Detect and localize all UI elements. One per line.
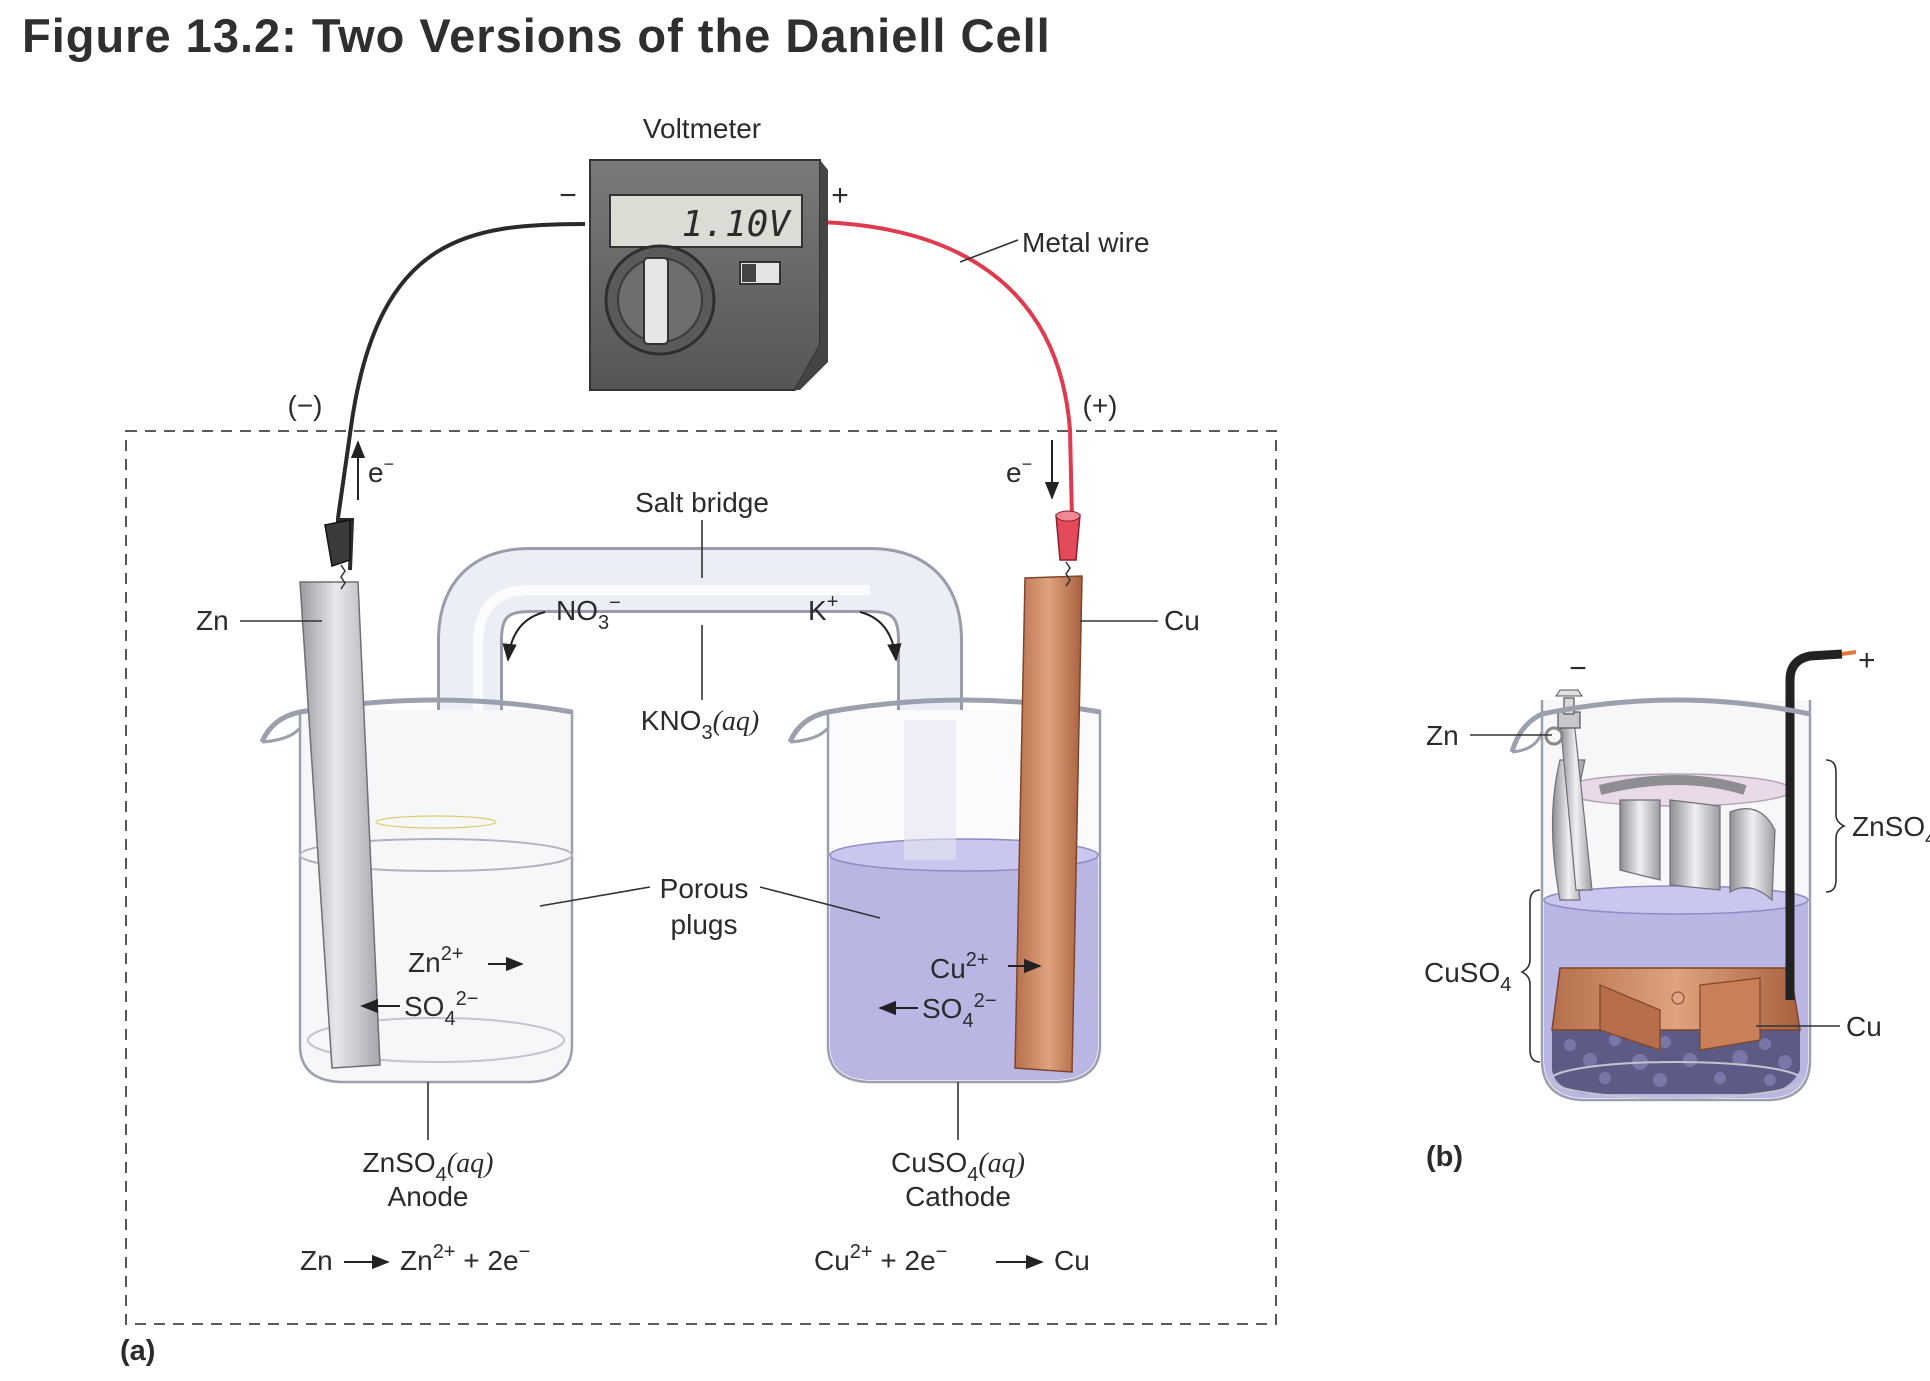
anode-sulfate-label: SO42− xyxy=(404,988,478,1030)
panel-b-cuso4-label: CuSO4 xyxy=(1424,957,1511,996)
red-wire xyxy=(819,220,1074,521)
copper-electrode xyxy=(1014,510,1083,1073)
panel-a: 1.10V Voltmeter − + Metal wire (−) (+) e… xyxy=(120,113,1277,1367)
cu2-ion-label: Cu2+ xyxy=(930,949,989,984)
kno3-label: KNO3(aq) xyxy=(641,705,759,744)
potassium-ion-label: K+ xyxy=(808,591,838,626)
zinc-anode-sheet xyxy=(1551,719,1776,902)
voltmeter-minus-sign: − xyxy=(559,179,577,212)
svg-text:Zn: Zn xyxy=(300,1245,333,1276)
potassium-flow-arrow xyxy=(859,611,902,662)
panel-b-znso4-label: ZnSO4 xyxy=(1852,811,1930,850)
cathode-sulfate-label: SO42− xyxy=(922,990,996,1032)
anode-solution-label: ZnSO4(aq) xyxy=(363,1147,494,1186)
svg-text:Zn2+ + 2e−: Zn2+ + 2e− xyxy=(400,1241,530,1276)
electron-flow-left: e− xyxy=(350,440,394,500)
electron-symbol-right: e xyxy=(1006,457,1022,488)
panel-b: − + Zn ZnSO4 CuSO4 Cu (b) xyxy=(1424,644,1930,1173)
black-wire xyxy=(336,222,586,519)
svg-text:e−: e− xyxy=(1006,454,1032,488)
wing-nut-terminal xyxy=(1544,689,1583,746)
copper-cathode-plate xyxy=(1551,967,1801,1051)
panel-b-cu-label: Cu xyxy=(1846,1011,1882,1042)
svg-text:Cu: Cu xyxy=(1054,1245,1090,1276)
voltmeter-plus-sign: + xyxy=(831,179,849,212)
electron-symbol-left: e xyxy=(368,457,384,488)
figure-title: Figure 13.2: Two Versions of the Daniell… xyxy=(22,9,1051,62)
cell-boundary-dashed xyxy=(125,430,1277,1325)
anode-solution-surface xyxy=(299,838,573,872)
cathode-solution-label: CuSO4(aq) xyxy=(891,1147,1025,1186)
black-alligator-clip xyxy=(324,519,351,567)
zn-electrode-label: Zn xyxy=(196,605,229,636)
nitrate-flow-arrow xyxy=(502,611,546,662)
voltmeter-reading: 1.10V xyxy=(682,204,793,245)
zinc-electrode xyxy=(299,518,381,1069)
panel-b-plus-sign: + xyxy=(1858,644,1876,677)
nitrate-ion-label: NO3− xyxy=(556,592,621,634)
porous-plugs-label-line1: Porous xyxy=(660,873,749,904)
cathode-role-label: Cathode xyxy=(905,1181,1011,1212)
metal-wire-label: Metal wire xyxy=(1022,227,1150,258)
insulated-wire xyxy=(1785,649,1843,1000)
cu-electrode-label: Cu xyxy=(1164,605,1200,636)
porous-cup-beaker-rim xyxy=(1509,697,1811,753)
panel-b-minus-sign: − xyxy=(1569,652,1587,685)
panel-a-label: (a) xyxy=(120,1335,155,1367)
svg-text:e−: e− xyxy=(368,454,394,488)
anode-role-label: Anode xyxy=(388,1181,469,1212)
panel-b-label: (b) xyxy=(1426,1141,1463,1173)
anode-beaker xyxy=(259,697,574,1084)
voltmeter-display xyxy=(609,194,803,248)
panel-b-zn-label: Zn xyxy=(1426,720,1459,751)
terminal-positive-label: (+) xyxy=(1083,390,1118,421)
porous-plugs-label-line2: plugs xyxy=(671,909,738,940)
red-alligator-clip xyxy=(1055,514,1081,561)
cuso4-brace xyxy=(1520,889,1541,1063)
anode-half-reaction: Zn Zn2+ + 2e− xyxy=(300,1241,530,1276)
svg-text:Cu2+ + 2e−: Cu2+ + 2e− xyxy=(814,1241,947,1276)
voltmeter-knob xyxy=(643,257,669,345)
znso4-brace xyxy=(1825,759,1846,893)
salt-bridge-label: Salt bridge xyxy=(635,487,769,518)
electron-flow-right: e− xyxy=(1006,440,1060,500)
zn2-ion-label: Zn2+ xyxy=(408,943,464,978)
voltmeter-side xyxy=(795,160,828,390)
terminal-negative-label: (−) xyxy=(288,390,323,421)
cathode-half-reaction: Cu2+ + 2e− Cu xyxy=(814,1241,1090,1276)
voltmeter-label: Voltmeter xyxy=(643,113,761,144)
voltmeter: 1.10V xyxy=(589,159,828,391)
